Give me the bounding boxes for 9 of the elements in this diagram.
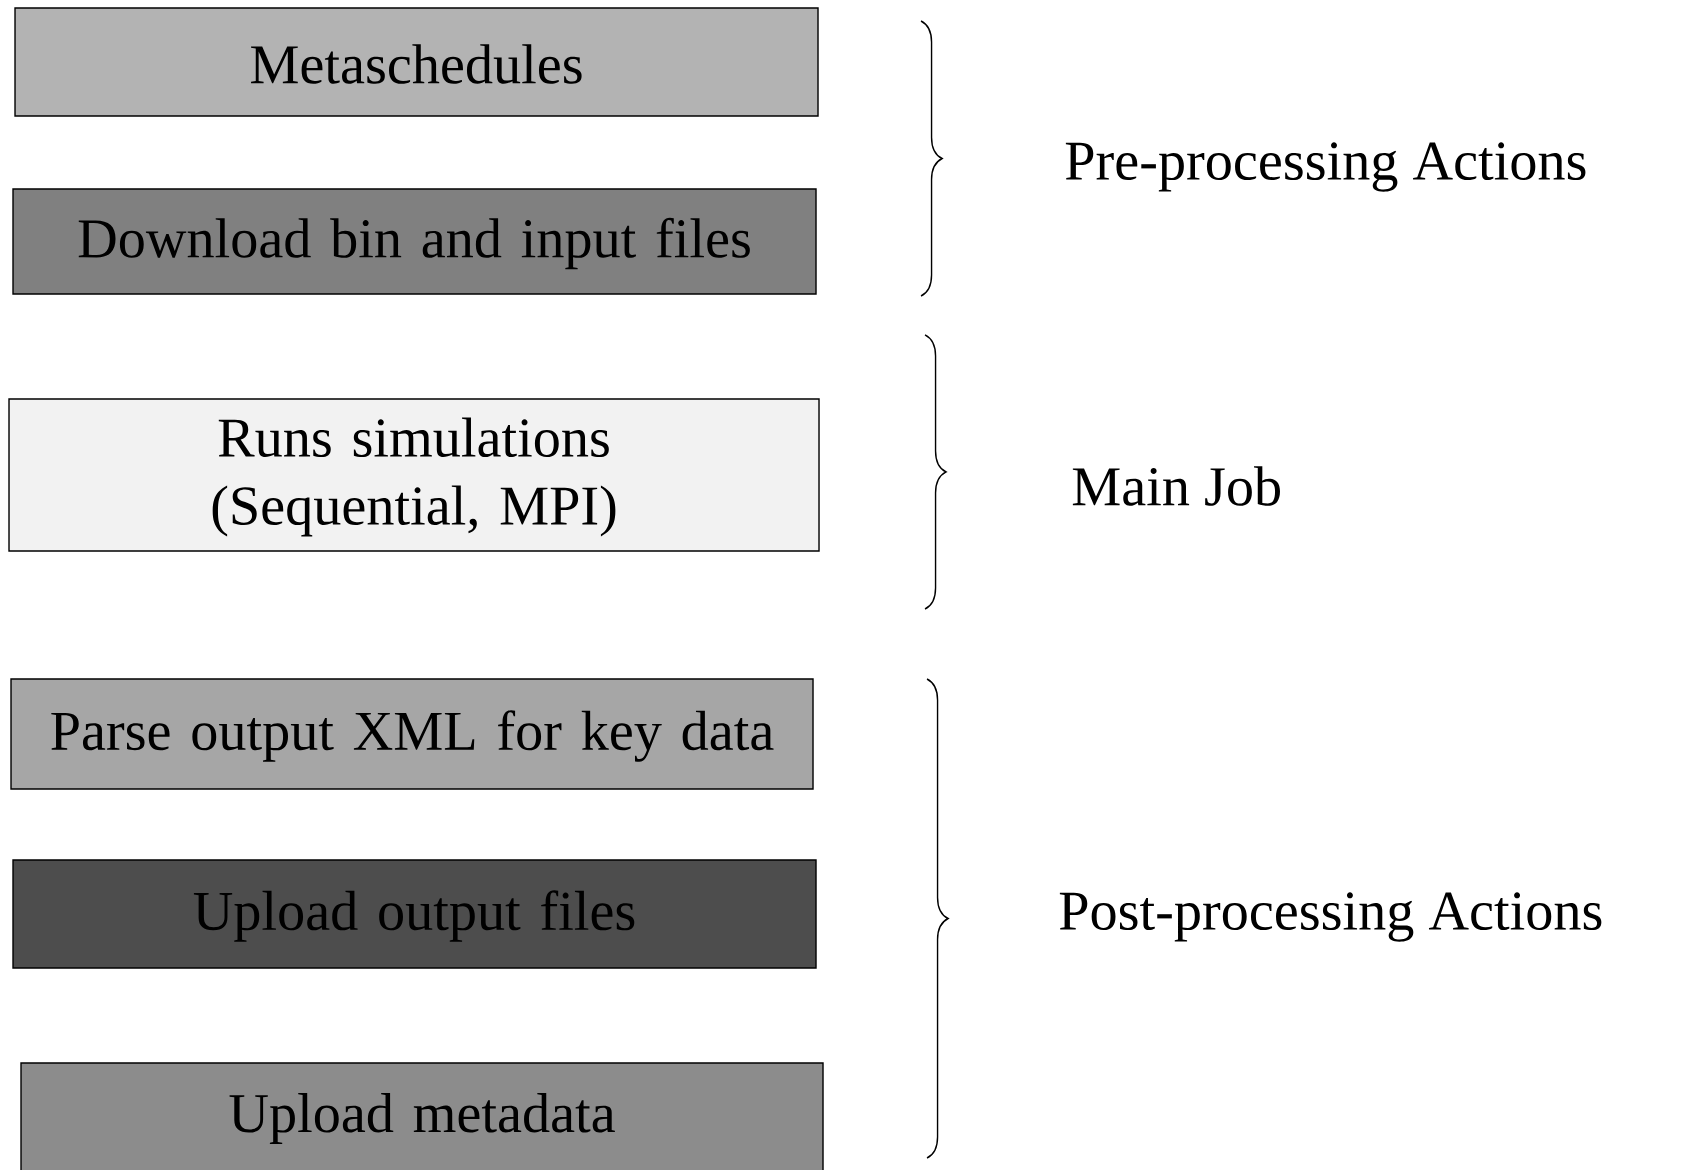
process-box: Runs simulations (Sequential, MPI) [8, 398, 820, 552]
group-label: Post-processing Actions [1059, 892, 1602, 942]
group-label: Main Job [1072, 466, 1280, 506]
process-box: Upload output files [12, 859, 817, 969]
group-label: Pre-processing Actions [1065, 142, 1586, 192]
process-box: Upload metadata [20, 1062, 824, 1170]
process-box: Download bin and input files [12, 188, 817, 295]
process-box: Metaschedules [14, 7, 819, 117]
process-box: Parse output XML for key data [10, 678, 814, 790]
